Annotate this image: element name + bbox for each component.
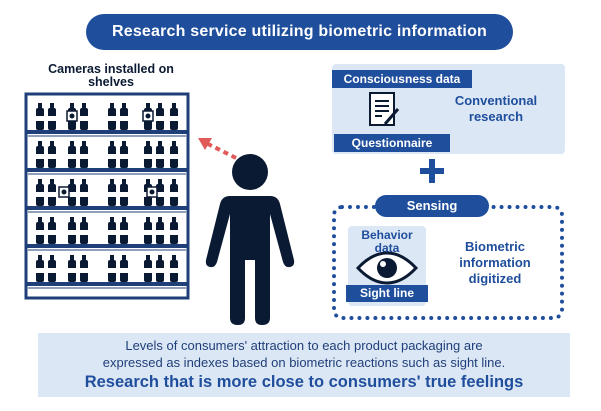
conventional-research-text: Conventional research [454,93,538,124]
shelf-camera-label: Cameras installed on shelves [48,62,174,89]
consciousness-data-label: Consciousness data [332,70,472,88]
store-shelf-illustration [24,92,190,300]
summary-line-1: Levels of consumers' attraction to each … [125,338,483,353]
gaze-arrow-icon [198,138,237,160]
summary-panel [38,333,570,397]
plus-icon [420,159,444,183]
questionnaire-label: Questionnaire [334,134,450,152]
summary-line-2: expressed as indexes based on biometric … [102,355,506,370]
eye-icon [356,251,418,285]
diagram-title: Research service utilizing biometric inf… [86,14,513,50]
questionnaire-doc-icon [369,92,400,126]
sensing-label: Sensing [375,195,489,217]
sight-line-label: Sight line [346,285,428,302]
biometric-digitized-text: Biometric information digitized [459,239,531,286]
person-icon [205,154,295,325]
behavior-data-label: Behavior data [361,228,413,255]
summary-headline: Research that is more close to consumers… [84,373,524,391]
